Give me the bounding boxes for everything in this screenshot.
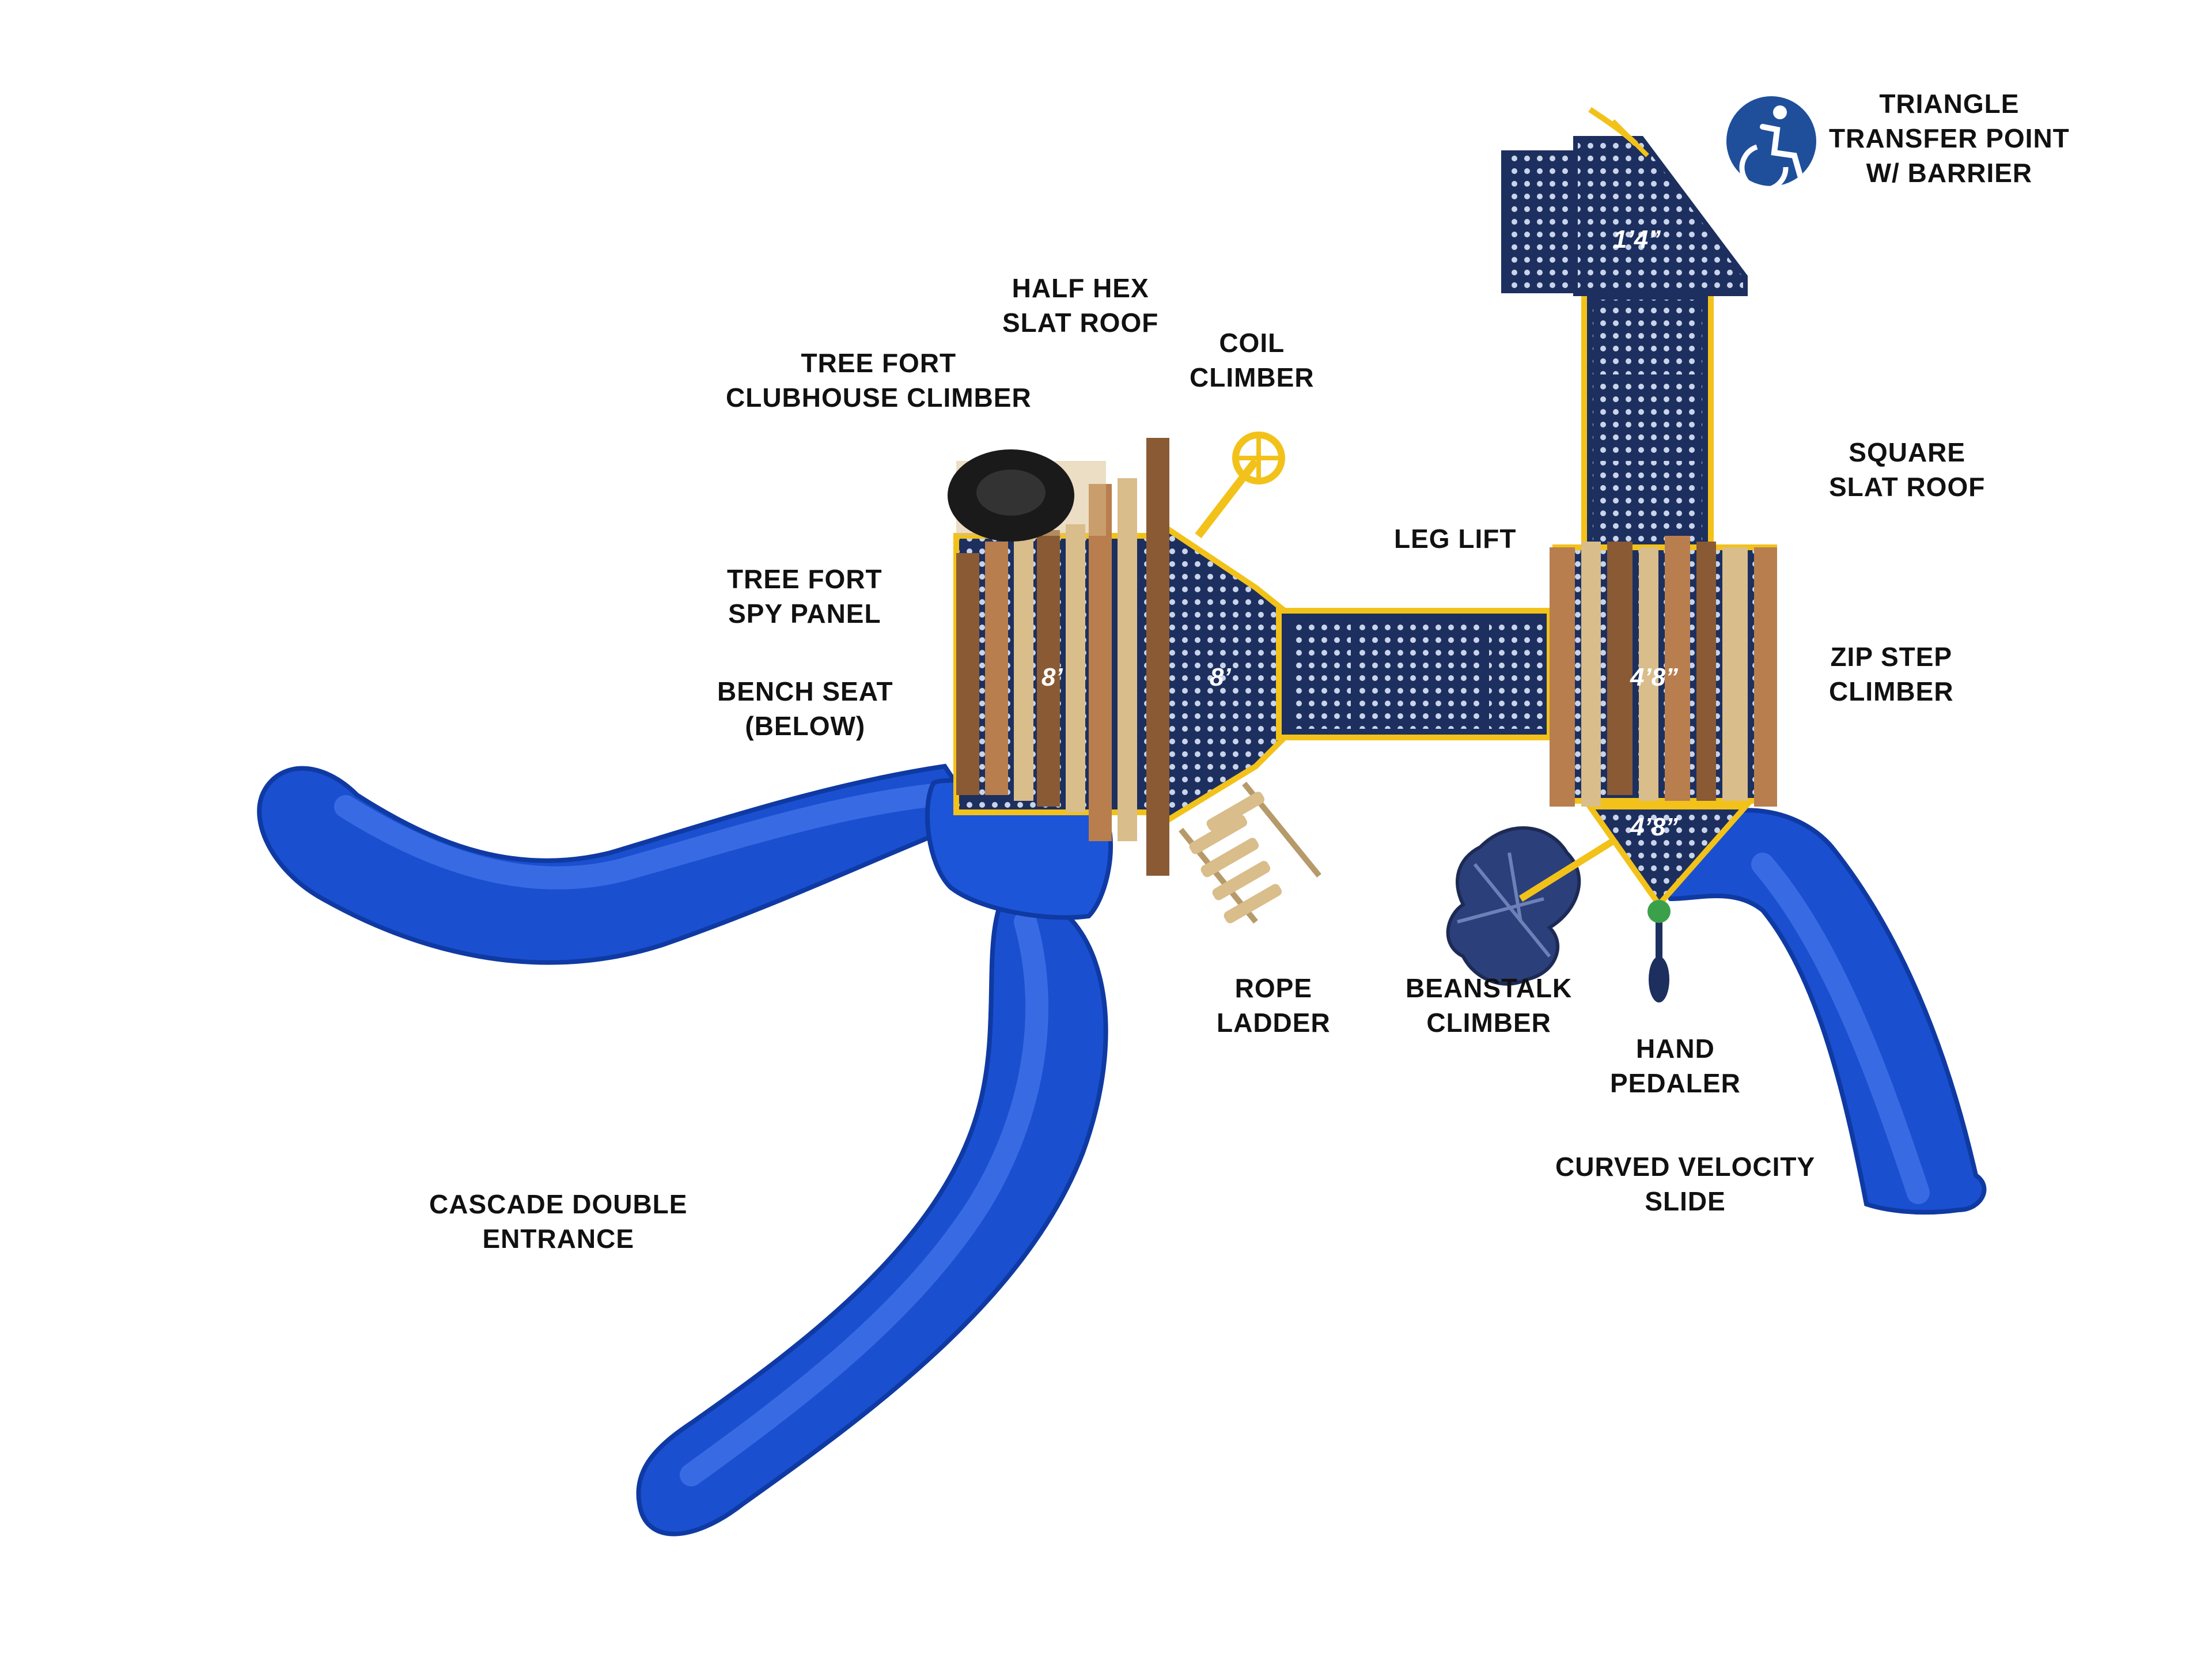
triangle-deck	[1584, 804, 1752, 910]
square-slat-roof	[1550, 536, 1777, 807]
coil-climber	[1195, 432, 1285, 539]
curved-velocity-slide	[1655, 808, 1987, 1215]
cascade-slide-right	[636, 884, 1108, 1537]
deck-height-triangle: 4’8”	[1630, 813, 1678, 841]
label-leg-lift: LEG LIFT	[1394, 524, 1517, 554]
rope-ladder	[1179, 781, 1321, 924]
triangle-transfer-point	[1501, 107, 1748, 296]
hand-pedaler	[1647, 900, 1671, 1002]
deck-height-transfer: 1’4”	[1613, 225, 1661, 253]
wheelchair-accessibility-icon	[1726, 96, 1816, 192]
deck-height-square: 4’8”	[1630, 663, 1678, 691]
label-bench-seat: BENCH SEAT(BELOW)	[717, 676, 893, 741]
transfer-walkway	[1581, 285, 1714, 556]
tree-fort-slats	[956, 438, 1169, 876]
beanstalk-climber	[1446, 826, 1615, 986]
half-hex-slat-roof	[948, 449, 1106, 542]
deck-height-hex: 8’	[1210, 663, 1231, 691]
cascade-slide-left	[257, 763, 983, 965]
leg-lift-bridge	[1276, 608, 1552, 740]
deck-height-left: 8’	[1041, 663, 1063, 691]
